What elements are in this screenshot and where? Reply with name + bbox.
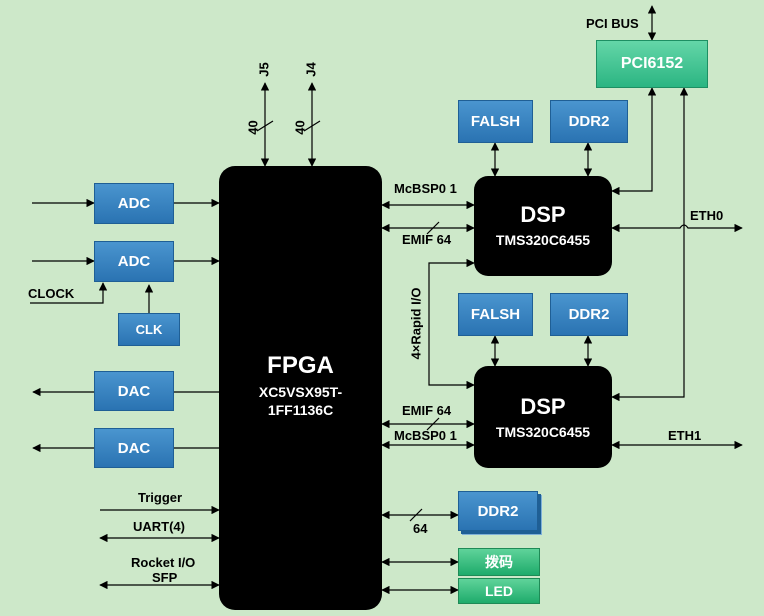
j4-width-label: 40 (292, 120, 308, 135)
rapid-io-label: 4×Rapid I/O (408, 287, 424, 360)
dac2-block: DAC (94, 428, 174, 468)
eth0-line (611, 223, 743, 233)
uart-label: UART(4) (133, 519, 185, 534)
dsp1-part: TMS320C6455 (495, 232, 591, 248)
mcbsp-bottom-label: McBSP0 1 (394, 428, 457, 443)
j5-width-label: 40 (245, 120, 261, 135)
emif-bottom-label: EMIF 64 (402, 403, 452, 418)
j5-label: J5 (256, 62, 272, 77)
emif-top-slash (426, 221, 440, 235)
flash2-block: FALSH (458, 293, 533, 336)
fpga-part-line2: 1FF1136C (267, 402, 334, 418)
j4-label: J4 (303, 62, 319, 77)
rapid-io-line (428, 258, 475, 390)
emif-bottom-slash (426, 417, 440, 431)
adc1-block: ADC (94, 183, 174, 224)
eth0-label: ETH0 (690, 208, 724, 223)
sfp-label: SFP (152, 570, 178, 585)
dsp1-chip: DSP TMS320C6455 (474, 176, 612, 276)
trigger-label: Trigger (138, 490, 183, 505)
dsp2-pci-line (611, 87, 689, 402)
dsp1-title: DSP (520, 202, 566, 227)
emif-top-label: EMIF 64 (402, 232, 452, 247)
pci-bridge-block: PCI6152 (596, 40, 708, 88)
dac1-block: DAC (94, 371, 174, 411)
rocket-io-label: Rocket I/O (131, 555, 196, 570)
mcbsp-top-label: McBSP0 1 (394, 181, 457, 196)
dsp2-chip: DSP TMS320C6455 (474, 366, 612, 468)
flash1-block: FALSH (458, 100, 533, 143)
ddr-slash (409, 508, 423, 522)
led-block: LED (458, 578, 540, 604)
ddr2-1-block: DDR2 (550, 100, 628, 143)
switch-block: 拨码 (458, 548, 540, 576)
eth1-label: ETH1 (668, 428, 702, 443)
clock-line (30, 282, 108, 304)
pci-bus-label: PCI BUS (586, 16, 639, 31)
clock-label: CLOCK (28, 286, 75, 301)
fpga-chip: FPGA XC5VSX95T- 1FF1136C (219, 166, 382, 610)
dsp2-title: DSP (520, 394, 566, 419)
ddr-width-label: 64 (413, 521, 428, 536)
dsp2-part: TMS320C6455 (495, 424, 591, 440)
ddr2-fpga-block: DDR2 (458, 491, 538, 531)
clk-block: CLK (118, 313, 180, 346)
fpga-title: FPGA (267, 352, 334, 379)
adc2-block: ADC (94, 241, 174, 282)
ddr2-2-block: DDR2 (550, 293, 628, 336)
j4-slash (303, 120, 321, 132)
fpga-part-line1: XC5VSX95T- (258, 384, 343, 400)
j5-slash (256, 120, 274, 132)
